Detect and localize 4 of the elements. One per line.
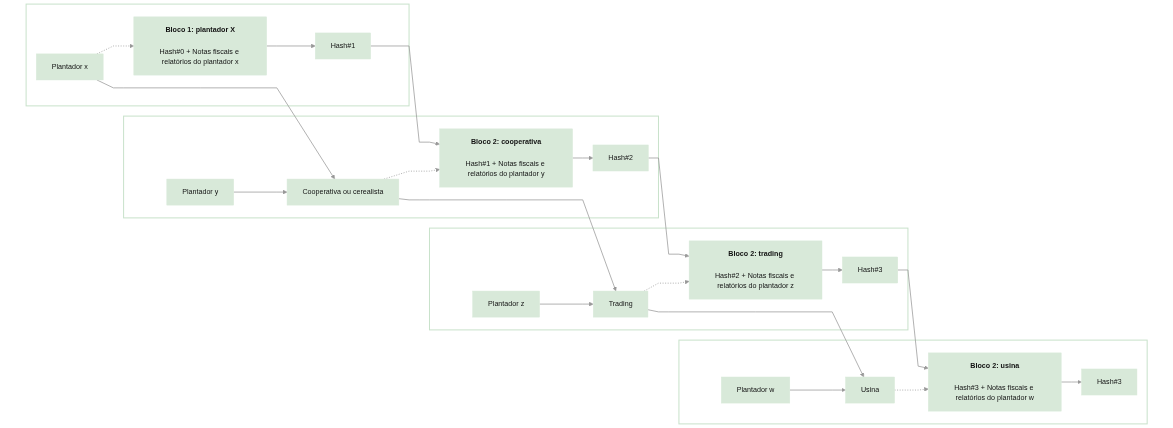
cluster (122, 115, 659, 219)
cluster (678, 339, 1148, 425)
cluster (25, 3, 410, 107)
cluster (428, 227, 909, 331)
